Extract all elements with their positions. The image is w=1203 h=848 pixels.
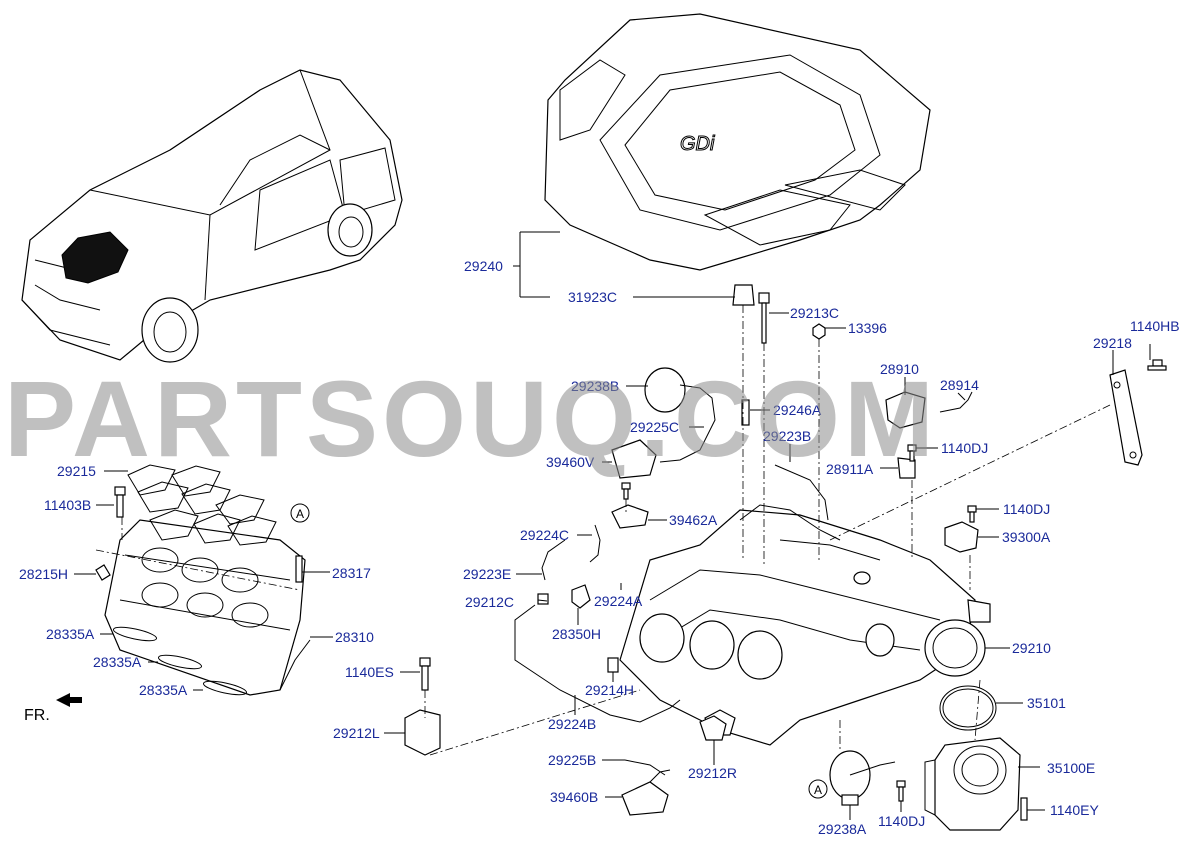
label-28335A-1[interactable]: 28335A: [46, 626, 95, 642]
label-29240[interactable]: 29240: [464, 258, 503, 274]
label-29225C[interactable]: 29225C: [630, 419, 679, 435]
o-ring-35101: [939, 685, 997, 731]
stud-29246A: [741, 399, 750, 426]
label-1140EY[interactable]: 1140EY: [1050, 802, 1099, 818]
clamp-29214H: [607, 657, 619, 673]
label-39460B[interactable]: 39460B: [550, 789, 598, 805]
front-label: FR.: [24, 707, 50, 724]
label-1140DJ-top[interactable]: 1140DJ: [941, 440, 988, 456]
circle-marker-A-left: [290, 503, 310, 523]
throttle-body-35100E: [924, 737, 1028, 831]
label-39462A[interactable]: 39462A: [669, 512, 718, 528]
label-28310[interactable]: 28310: [335, 629, 374, 645]
watermark: PARTSOUQ.COM: [4, 358, 938, 479]
label-29224A[interactable]: 29224A: [594, 593, 643, 609]
hose-28914: [939, 391, 973, 413]
sensor-39300A: [944, 505, 979, 553]
label-11403B[interactable]: 11403B: [44, 497, 91, 513]
bracket-29218: [1109, 359, 1167, 466]
front-arrow-icon: [56, 693, 82, 707]
bracket-29212R: [699, 715, 727, 741]
vehicle-illustration: [21, 69, 403, 363]
label-29238A[interactable]: 29238A: [818, 821, 867, 837]
hose-29224B: [514, 604, 681, 723]
bolt-29213C: [758, 292, 770, 344]
intake-manifold-lower: [95, 519, 311, 696]
label-28335A-2[interactable]: 28335A: [93, 654, 142, 670]
label-29212C[interactable]: 29212C: [465, 594, 514, 610]
label-29212R[interactable]: 29212R: [688, 765, 737, 781]
svg-text:GDi: GDi: [680, 133, 715, 155]
label-28910[interactable]: 28910: [880, 361, 919, 377]
hose-29223B: [774, 464, 829, 521]
label-1140DJ-bottom[interactable]: 1140DJ: [878, 813, 925, 829]
label-35100E[interactable]: 35100E: [1047, 760, 1095, 776]
label-29214H[interactable]: 29214H: [585, 682, 634, 698]
label-31923C[interactable]: 31923C: [568, 289, 617, 305]
leader-lines: [74, 231, 1151, 820]
label-28317[interactable]: 28317: [332, 565, 371, 581]
label-29238B[interactable]: 29238B: [571, 378, 619, 394]
label-1140DJ-mid[interactable]: 1140DJ: [1003, 501, 1050, 517]
view-marker-A-bottom: A: [814, 783, 822, 797]
label-29246A[interactable]: 29246A: [773, 402, 822, 418]
label-28911A[interactable]: 28911A: [826, 461, 874, 477]
engine-cover-29240: GDi: [544, 13, 931, 271]
view-marker-A-left: A: [296, 507, 304, 521]
label-28350H[interactable]: 28350H: [552, 626, 601, 642]
label-39460V[interactable]: 39460V: [546, 454, 595, 470]
hose-29223E: [541, 539, 566, 581]
label-1140ES[interactable]: 1140ES: [345, 664, 394, 680]
part-number-labels: 29240 31923C 29213C 13396 1140HB 29218 2…: [19, 258, 1180, 837]
label-13396[interactable]: 13396: [848, 320, 887, 336]
label-29212L[interactable]: 29212L: [333, 725, 380, 741]
grommet-31923C: [732, 284, 755, 306]
label-29223B[interactable]: 29223B: [763, 428, 811, 444]
nut-13396: [812, 323, 826, 340]
bracket-28911A: [897, 457, 916, 479]
bolt-1140ES: [419, 657, 431, 691]
label-29224B[interactable]: 29224B: [548, 716, 596, 732]
gasket-29215: [127, 464, 277, 546]
actuator-29238A: [829, 750, 906, 806]
hose-29224C: [589, 524, 601, 563]
label-39300A[interactable]: 39300A: [1002, 529, 1051, 545]
throttle-flange-29210: [924, 619, 986, 677]
label-29218[interactable]: 29218: [1093, 335, 1132, 351]
hose-29225B: [624, 759, 666, 776]
alignment-lines: [95, 305, 1111, 756]
label-35101[interactable]: 35101: [1027, 695, 1066, 711]
clip-29212C: [537, 593, 549, 605]
o-rings-28335A: [112, 626, 248, 696]
bracket-39462A: [611, 504, 649, 529]
label-29213C[interactable]: 29213C: [790, 305, 839, 321]
solenoid-39460V: [611, 439, 657, 500]
label-29224C[interactable]: 29224C: [520, 527, 569, 543]
circle-marker-A-bottom: [808, 779, 828, 799]
intake-manifold-upper-29210: [619, 504, 991, 746]
solenoid-39460B: [621, 769, 671, 816]
label-29223E[interactable]: 29223E: [463, 566, 511, 582]
bracket-29212L: [404, 709, 441, 756]
label-1140HB[interactable]: 1140HB: [1130, 318, 1180, 334]
label-28215H[interactable]: 28215H: [19, 566, 68, 582]
actuator-29238B: [644, 367, 716, 463]
label-29215[interactable]: 29215: [57, 463, 96, 479]
label-29225B[interactable]: 29225B: [548, 752, 596, 768]
connector-28350H: [571, 584, 591, 609]
bolt-11403B: [114, 486, 126, 518]
label-29210[interactable]: 29210: [1012, 640, 1051, 656]
label-28914[interactable]: 28914: [940, 377, 979, 393]
label-28335A-3[interactable]: 28335A: [139, 682, 188, 698]
